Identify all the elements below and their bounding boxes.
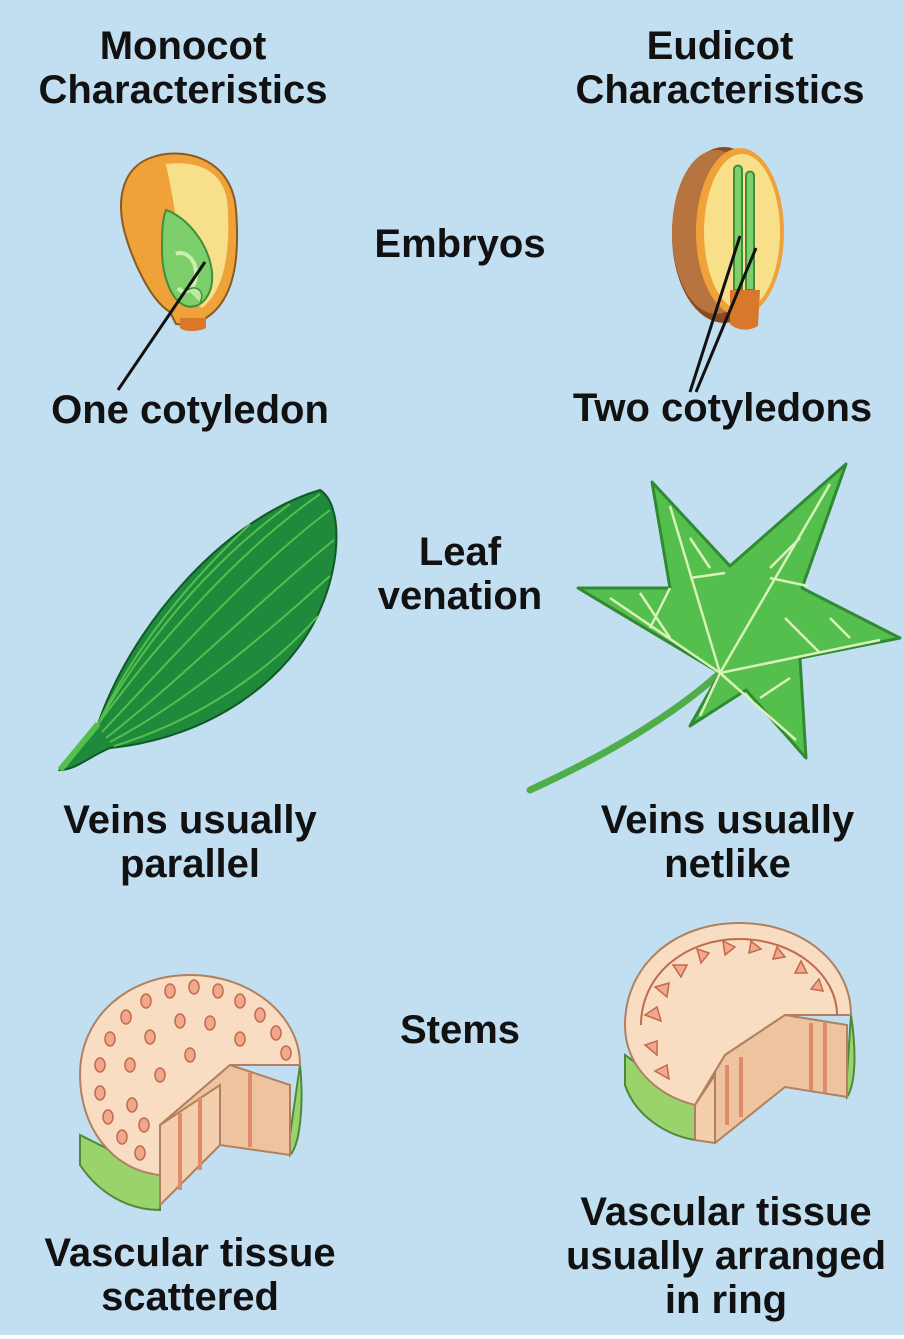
netlike-veins-line2: netlike — [555, 842, 900, 886]
ring-caption: Vascular tissue usually arranged in ring — [548, 1190, 904, 1322]
scattered-line2: scattered — [20, 1275, 360, 1319]
parallel-veins-line2: parallel — [20, 842, 360, 886]
scattered-line1: Vascular tissue — [20, 1231, 360, 1275]
netlike-veins-caption: Veins usually netlike — [555, 798, 900, 886]
parallel-veins-caption: Veins usually parallel — [20, 798, 360, 886]
ring-line1: Vascular tissue — [548, 1190, 904, 1234]
one-cotyledon-caption: One cotyledon — [20, 388, 360, 432]
ring-bundle-stem-icon — [615, 915, 865, 1165]
scattered-caption: Vascular tissue scattered — [20, 1231, 360, 1319]
parallel-vein-leaf-icon — [50, 480, 350, 780]
netlike-veins-line1: Veins usually — [555, 798, 900, 842]
scattered-bundle-stem-icon — [60, 965, 310, 1215]
parallel-veins-line1: Veins usually — [20, 798, 360, 842]
two-cotyledons-caption: Two cotyledons — [545, 386, 900, 430]
ring-line2: usually arranged — [548, 1234, 904, 1278]
ring-line3: in ring — [548, 1278, 904, 1322]
netlike-vein-leaf-icon — [520, 458, 904, 803]
